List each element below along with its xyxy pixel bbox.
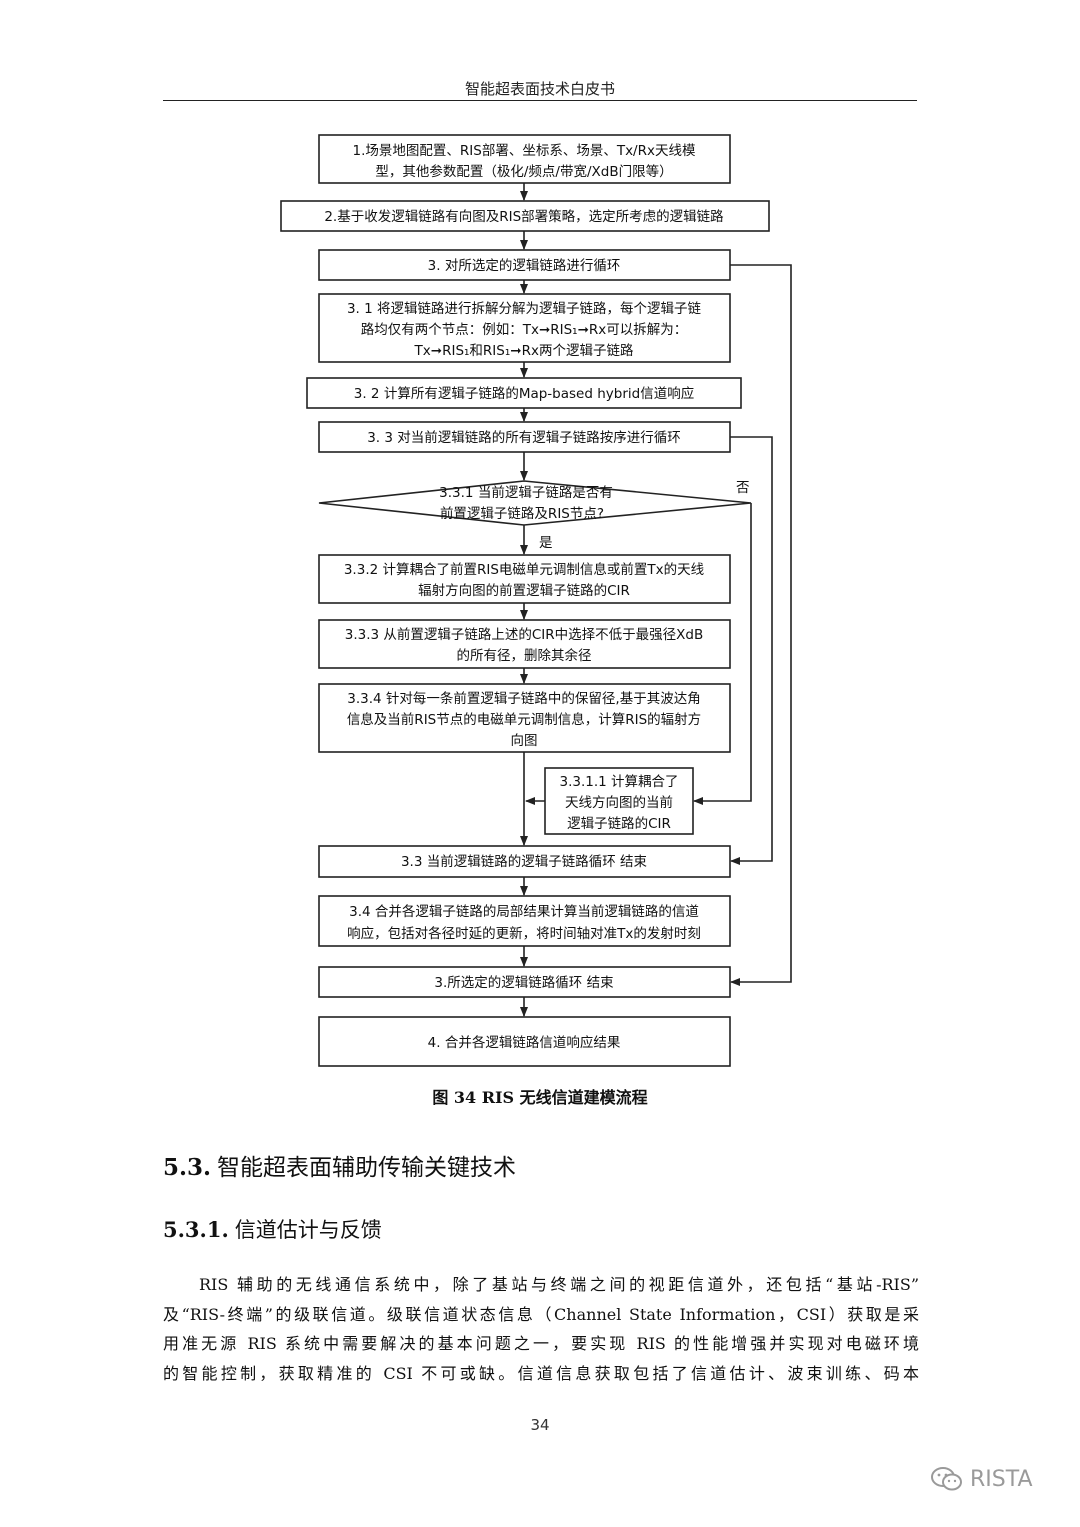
section-title: 智能超表面辅助传输关键技术 bbox=[217, 1155, 517, 1181]
flowchart: 1.场景地图配置、RIS部署、坐标系、场景、Tx/Rx天线模 型，其他参数配置（… bbox=[280, 134, 792, 1067]
paragraph-line: 用准无源 RIS 系统中需要解决的基本问题之一，要实现 RIS 的性能增强并实现… bbox=[163, 1334, 919, 1353]
flow-box-3-2-text: 3. 2 计算所有逻辑子链路的Map-based hybrid信道响应 bbox=[354, 385, 694, 402]
flow-box-3-1-line-2: 路均仅有两个节点：例如：Tx➞RIS₁➞Rx可以拆解为： bbox=[361, 322, 688, 338]
section-heading: 5.3.智能超表面辅助传输关键技术 bbox=[163, 1148, 516, 1182]
flow-box-3-3-4 bbox=[318, 683, 731, 753]
flow-box-3-1 bbox=[318, 293, 731, 363]
flow-box-3-3-4-line-3: 向图 bbox=[511, 733, 538, 749]
page-number: 34 bbox=[530, 1416, 550, 1434]
flow-box-3-4-line-2: 响应，包括对各径时延的更新，将时间轴对准Tx的发射时刻 bbox=[347, 925, 701, 942]
flow-box-3-end bbox=[318, 966, 731, 998]
flow-box-3-3-end-text: 3.3 当前逻辑链路的逻辑子链路循环 结束 bbox=[401, 853, 648, 870]
flow-box-3-4 bbox=[318, 895, 731, 947]
flow-box-4 bbox=[318, 1016, 731, 1067]
flow-box-1-line-2: 型，其他参数配置（极化/频点/带宽/XdB门限等） bbox=[375, 163, 672, 180]
flow-box-1 bbox=[318, 134, 731, 184]
flow-box-3-4-line-1: 3.4 合并各逻辑子链路的局部结果计算当前逻辑链路的信道 bbox=[349, 903, 699, 920]
flow-box-3 bbox=[318, 249, 731, 281]
subsection-number: 5.3.1. bbox=[163, 1217, 229, 1242]
figure-caption: 图 34 RIS 无线信道建模流程 bbox=[432, 1088, 648, 1107]
flow-box-3-3-3-line-1: 3.3.3 从前置逻辑子链路上述的CIR中选择不低于最强径XdB bbox=[345, 626, 704, 643]
watermark: RISTA bbox=[930, 1466, 1033, 1492]
flow-box-3-3-2-line-2: 辐射方向图的前置逻辑子链路的CIR bbox=[418, 582, 630, 599]
flow-box-1-line-1: 1.场景地图配置、RIS部署、坐标系、场景、Tx/Rx天线模 bbox=[353, 143, 696, 159]
flow-box-3-3-3-line-2: 的所有径，删除其余径 bbox=[457, 647, 592, 664]
flow-box-3-3-4-line-2: 信息及当前RIS节点的电磁单元调制信息，计算RIS的辐射方 bbox=[347, 711, 701, 728]
flow-box-3-1-line-3: Tx➞RIS₁和RIS₁➞Rx两个逻辑子链路 bbox=[414, 343, 634, 359]
section-number: 5.3. bbox=[163, 1154, 212, 1181]
paragraph-line: 的智能控制，获取精准的 CSI 不可或缺。信道信息获取包括了信道估计、波束训练、… bbox=[163, 1363, 919, 1383]
flow-box-3-3-1-1-line-1: 3.3.1.1 计算耦合了 bbox=[559, 774, 678, 790]
subsection-heading: 5.3.1.信道估计与反馈 bbox=[163, 1214, 382, 1244]
flow-box-3-2 bbox=[306, 377, 742, 409]
paragraph-line: 及“RIS-终端”的级联信道。级联信道状态信息（Channel State In… bbox=[163, 1304, 919, 1324]
flow-box-2 bbox=[280, 200, 770, 232]
wechat-icon bbox=[931, 1467, 962, 1491]
flow-box-3-3-1-1-line-2: 天线方向图的当前 bbox=[565, 794, 673, 811]
watermark-text: RISTA bbox=[970, 1466, 1033, 1492]
subsection-title: 信道估计与反馈 bbox=[234, 1218, 382, 1242]
flow-box-3-3-end bbox=[318, 845, 731, 878]
flow-box-3-1-line-1: 3. 1 将逻辑链路进行拆解分解为逻辑子链路，每个逻辑子链 bbox=[347, 301, 702, 317]
flow-box-3-3 bbox=[318, 421, 731, 453]
flow-label-no: 否 bbox=[736, 480, 750, 496]
flow-box-3-text: 3. 对所选定的逻辑链路进行循环 bbox=[428, 258, 621, 274]
flow-box-2-text: 2.基于收发逻辑链路有向图及RIS部署策略，选定所考虑的逻辑链路 bbox=[324, 208, 724, 225]
flow-box-3-3-3 bbox=[318, 619, 731, 669]
flow-box-3-3-2-line-1: 3.3.2 计算耦合了前置RIS电磁单元调制信息或前置Tx的天线 bbox=[344, 561, 704, 578]
flow-box-3-3-2 bbox=[318, 554, 731, 604]
flow-box-3-3-text: 3. 3 对当前逻辑链路的所有逻辑子链路按序进行循环 bbox=[367, 429, 681, 446]
flow-decision-line-1: 3.3.1 当前逻辑子链路是否有 bbox=[439, 484, 613, 501]
paragraph-line: RIS 辅助的无线通信系统中，除了基站与终端之间的视距信道外，还包括“基站-RI… bbox=[199, 1275, 919, 1294]
flow-label-yes: 是 bbox=[539, 535, 553, 551]
flow-decision-line-2: 前置逻辑子链路及RIS节点? bbox=[440, 505, 604, 522]
header-rule bbox=[163, 100, 917, 101]
flow-box-3-3-4-line-1: 3.3.4 针对每一条前置逻辑子链路中的保留径,基于其波达角 bbox=[347, 690, 700, 707]
flow-box-3-3-1-1-line-3: 逻辑子链路的CIR bbox=[567, 816, 671, 832]
flow-box-3-end-text: 3.所选定的逻辑链路循环 结束 bbox=[434, 975, 614, 991]
body-paragraph: RIS 辅助的无线通信系统中，除了基站与终端之间的视距信道外，还包括“基站-RI… bbox=[163, 1270, 919, 1388]
running-header: 智能超表面技术白皮书 bbox=[464, 80, 615, 98]
flow-box-4-text: 4. 合并各逻辑链路信道响应结果 bbox=[428, 1034, 621, 1051]
